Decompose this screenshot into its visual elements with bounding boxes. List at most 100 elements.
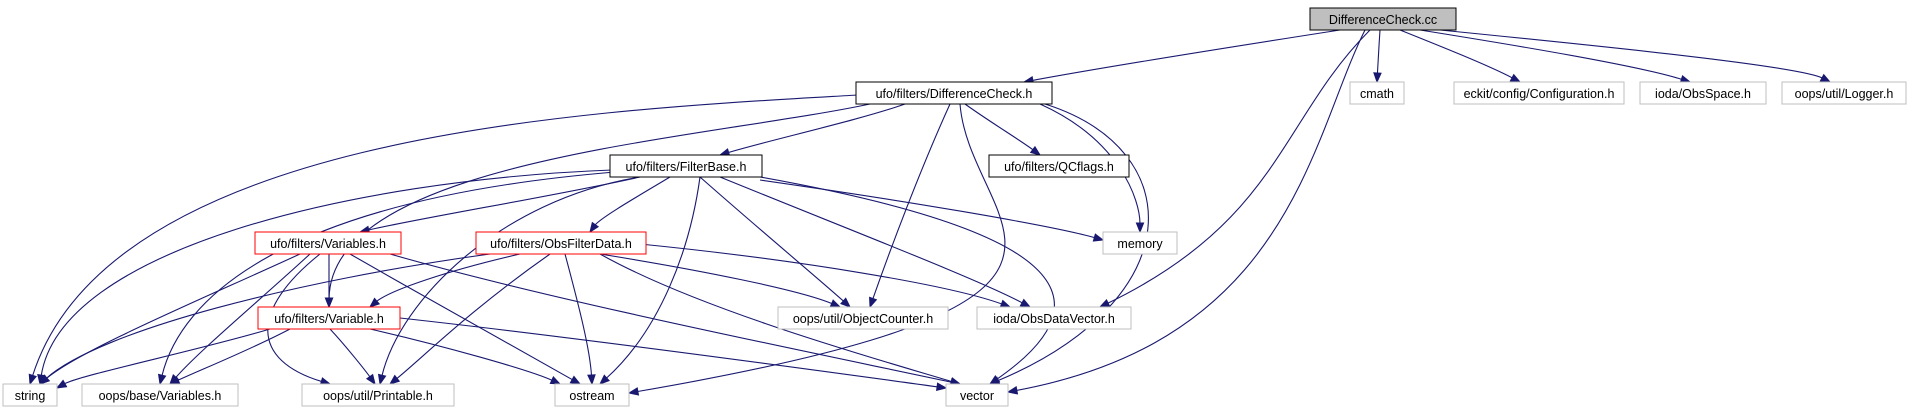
edge-n6-n12-arrowhead	[1019, 298, 1032, 308]
edge-line-n10-n11	[599, 253, 833, 305]
edge-n10-n16-arrowhead	[388, 374, 401, 385]
edge-n0-n5	[1439, 29, 1832, 83]
edge-n0-n5-arrowhead	[1819, 73, 1832, 83]
file-node-icon	[1453, 81, 1625, 105]
edge-line-n1-n17	[636, 103, 1006, 393]
node-label: eckit/config/Configuration.h	[1464, 87, 1615, 101]
node-label: ioda/ObsDataVector.h	[993, 312, 1115, 326]
node-n17: ostream	[554, 383, 630, 407]
edge-line-n10-n13	[375, 253, 521, 303]
edge-line-n0-n5	[1439, 29, 1824, 79]
node-n6[interactable]: ufo/filters/FilterBase.h	[609, 154, 763, 178]
edge-n13-n14	[55, 328, 271, 389]
edges-layer	[28, 29, 1832, 396]
file-node-icon	[257, 306, 401, 330]
node-n9[interactable]: ufo/filters/Variables.h	[254, 231, 402, 255]
node-n13[interactable]: ufo/filters/Variable.h	[257, 306, 401, 330]
edge-n0-n2-arrowhead	[1373, 72, 1382, 84]
file-node-icon	[81, 383, 239, 407]
edge-n6-n10	[589, 176, 671, 234]
edge-n13-n18-arrowhead	[936, 382, 948, 392]
edge-line-n6-n14	[40, 169, 613, 377]
node-n14: string	[2, 383, 58, 407]
edge-n13-n16-arrowhead	[365, 373, 376, 386]
edge-line-n6-n10	[594, 176, 671, 226]
edge-n13-n14-arrowhead	[55, 379, 68, 389]
node-label: ufo/filters/Variable.h	[274, 312, 384, 326]
file-node-icon	[2, 383, 58, 407]
edge-line-n13-n16	[329, 328, 371, 378]
file-node-icon	[976, 306, 1132, 330]
edge-n9-n13	[324, 254, 334, 309]
edge-line-n9-n18	[389, 253, 953, 383]
edge-line-n6-n15	[161, 171, 616, 377]
edge-line-n13-n18	[399, 317, 939, 388]
node-n3: eckit/config/Configuration.h	[1453, 81, 1625, 105]
edge-n0-n18	[1006, 29, 1366, 395]
node-n7[interactable]: ufo/filters/QCflags.h	[988, 154, 1130, 178]
node-label: vector	[960, 389, 994, 403]
node-label: oops/util/Printable.h	[323, 389, 433, 403]
edge-n0-n4	[1419, 29, 1692, 84]
edge-line-n1-n6	[727, 103, 906, 154]
node-label: ufo/filters/QCflags.h	[1004, 160, 1114, 174]
edge-line-n1-n11	[872, 103, 951, 300]
edge-line-n10-n17	[564, 253, 593, 377]
edge-line-n6-n18	[759, 176, 1055, 380]
edge-n1-n7-arrowhead	[1029, 145, 1042, 156]
edge-line-n10-n16	[395, 253, 551, 380]
node-label: memory	[1117, 237, 1163, 251]
edge-n13-n16	[329, 328, 376, 386]
edge-n10-n13-arrowhead	[368, 297, 381, 308]
edge-line-n6-n16	[381, 176, 641, 377]
edge-line-n0-n18	[1015, 29, 1366, 392]
node-n16: oops/util/Printable.h	[301, 383, 455, 407]
edge-n0-n3	[1399, 29, 1522, 83]
edge-line-n10-n12	[639, 243, 1003, 305]
edge-n6-n15-arrowhead	[157, 373, 167, 386]
edge-n0-n18-arrowhead	[1006, 386, 1019, 395]
node-label: oops/util/ObjectCounter.h	[793, 312, 933, 326]
file-node-icon	[945, 383, 1009, 407]
edge-n10-n14-arrowhead	[38, 374, 50, 385]
node-n4: ioda/ObsSpace.h	[1639, 81, 1767, 105]
file-node-icon	[254, 231, 402, 255]
edge-line-n13-n14	[63, 328, 271, 385]
node-n2: cmath	[1349, 81, 1405, 105]
node-label: ufo/filters/ObsFilterData.h	[490, 237, 632, 251]
edge-n6-n10-arrowhead	[589, 221, 600, 234]
edge-n1-n17-arrowhead	[627, 387, 640, 396]
node-n10[interactable]: ufo/filters/ObsFilterData.h	[475, 231, 647, 255]
node-label: DifferenceCheck.cc	[1329, 13, 1437, 27]
edge-line-n0-n2	[1376, 29, 1381, 75]
edge-n1-n8-arrowhead	[1135, 222, 1145, 234]
node-label: string	[15, 389, 46, 403]
file-node-icon	[988, 154, 1130, 178]
edge-line-n10-n14	[45, 253, 491, 380]
node-n5: oops/util/Logger.h	[1781, 81, 1907, 105]
node-n12: ioda/ObsDataVector.h	[976, 306, 1132, 330]
edge-n6-n15	[157, 171, 616, 386]
edge-n10-n17	[564, 253, 596, 386]
edge-n1-n14-arrowhead	[28, 373, 37, 386]
edge-n6-n18-arrowhead	[988, 375, 1001, 385]
file-node-icon	[777, 306, 949, 330]
edge-n1-n14	[28, 94, 859, 386]
file-node-icon	[475, 231, 647, 255]
edge-line-n0-n4	[1419, 29, 1683, 81]
edge-n6-n11-arrowhead	[840, 297, 852, 308]
edge-n1-n7	[964, 103, 1042, 156]
edge-n6-n16-arrowhead	[377, 373, 387, 386]
edge-line-n0-n3	[1399, 29, 1514, 79]
node-label: cmath	[1360, 87, 1394, 101]
file-node-icon	[1639, 81, 1767, 105]
node-label: ufo/filters/Variables.h	[270, 237, 386, 251]
node-n0[interactable]: DifferenceCheck.cc	[1309, 7, 1457, 31]
edge-n10-n17-arrowhead	[587, 374, 596, 386]
node-label: ufo/filters/DifferenceCheck.h	[876, 87, 1033, 101]
node-n1[interactable]: ufo/filters/DifferenceCheck.h	[855, 81, 1053, 105]
edge-n10-n13	[368, 253, 521, 308]
node-n15: oops/base/Variables.h	[81, 383, 239, 407]
